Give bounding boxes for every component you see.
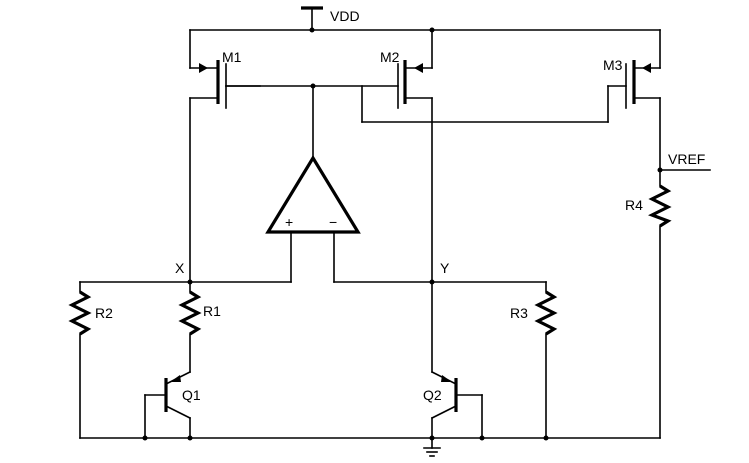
m2-label: M2 bbox=[380, 49, 400, 65]
node-x-label: X bbox=[175, 260, 185, 276]
resistor-r2: R2 bbox=[68, 290, 113, 439]
bjt-q1: Q1 bbox=[142, 370, 201, 441]
m1-label: M1 bbox=[222, 49, 242, 65]
r3-label: R3 bbox=[510, 305, 528, 321]
pmos-m1: M1 bbox=[189, 49, 261, 109]
r4-label: R4 bbox=[625, 197, 643, 213]
vref-branch: VREF R4 bbox=[625, 97, 711, 439]
opamp: + − bbox=[189, 154, 433, 283]
m3-label: M3 bbox=[603, 57, 623, 73]
gate-bus bbox=[225, 83, 627, 161]
node-y-label: Y bbox=[440, 260, 450, 276]
vdd-rail bbox=[189, 27, 661, 69]
resistor-r1: R1 bbox=[178, 290, 221, 373]
branch-y: Y bbox=[429, 97, 547, 373]
vdd-label: VDD bbox=[330, 8, 360, 24]
branch-x: X bbox=[79, 97, 193, 293]
pmos-m2: M2 bbox=[380, 49, 433, 109]
r2-label: R2 bbox=[95, 305, 113, 321]
q2-label: Q2 bbox=[423, 387, 442, 403]
r1-label: R1 bbox=[203, 303, 221, 319]
vdd-supply: VDD bbox=[301, 6, 360, 33]
opamp-minus-label: − bbox=[329, 214, 337, 230]
pmos-m3: M3 bbox=[603, 57, 661, 109]
resistor-r3: R3 bbox=[510, 290, 558, 439]
ground-icon bbox=[423, 437, 441, 457]
q1-label: Q1 bbox=[182, 387, 201, 403]
vref-label: VREF bbox=[668, 151, 705, 167]
ground-rail bbox=[79, 435, 661, 441]
opamp-plus-label: + bbox=[285, 214, 293, 230]
bjt-q2: Q2 bbox=[423, 370, 485, 441]
